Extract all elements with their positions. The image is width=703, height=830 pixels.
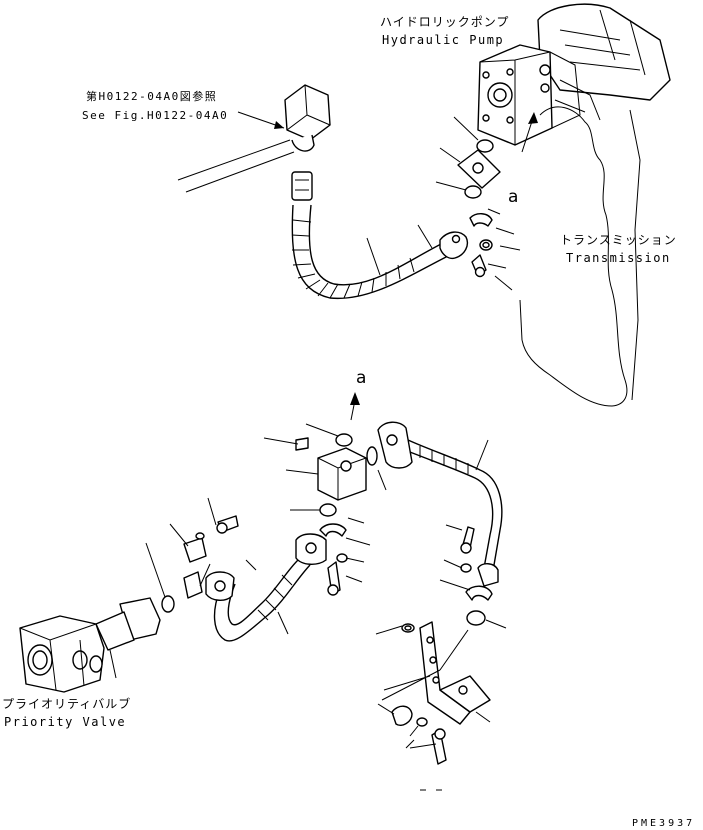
left-tube-leaders: [145, 497, 289, 635]
junction-block-icon: [295, 433, 378, 596]
hydraulic-pump-icon: [477, 3, 671, 146]
transmission-case-icon: [519, 106, 641, 407]
priority-valve-label-en: Priority Valve: [4, 715, 126, 729]
callout-a-bottom: a: [356, 368, 366, 388]
bracket-icon: [391, 621, 491, 765]
drawing-code: PME3937: [632, 818, 695, 829]
upper-leaders: [366, 112, 538, 291]
callout-a-top: a: [508, 187, 518, 207]
upper-hose-icon: [291, 171, 469, 300]
left-tube-icon: [183, 515, 327, 642]
lower-center-leaders: [263, 392, 387, 583]
bracket-leaders: [375, 625, 491, 791]
right-tube-leaders: [439, 439, 507, 629]
hydraulic-pump-label-jp: ハイドロリックポンプ: [380, 15, 509, 29]
upper-seals-icon: [457, 139, 501, 278]
see-fig-label-en: See Fig.H0122-04A0: [82, 109, 228, 122]
transmission-label-jp: トランスミッション: [560, 233, 677, 247]
priority-valve-label-jp: プライオリティバルブ: [2, 696, 131, 711]
see-fig-label-jp: 第H0122-04A0図参照: [86, 89, 217, 103]
referenced-pipe-icon: [177, 84, 331, 193]
hydraulic-pump-label-en: Hydraulic Pump: [382, 33, 504, 47]
priority-valve-icon: [19, 595, 175, 693]
transmission-label-en: Transmission: [566, 251, 671, 265]
right-tube-icon: [377, 421, 503, 626]
